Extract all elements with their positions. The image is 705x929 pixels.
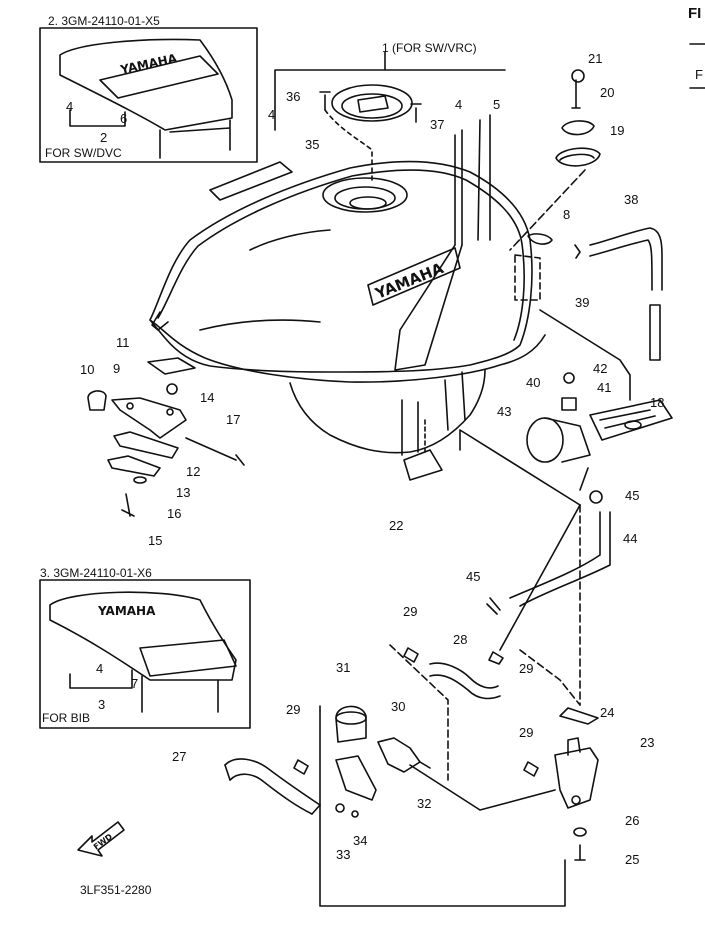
inset-x5-callout-4: 4 bbox=[66, 99, 74, 114]
part-4-right: 4 bbox=[455, 97, 463, 112]
lower-hoses bbox=[224, 662, 501, 815]
part-5: 5 bbox=[493, 97, 501, 112]
part-34: 34 bbox=[353, 833, 368, 848]
part-33: 33 bbox=[336, 847, 351, 862]
fuel-hose bbox=[486, 511, 611, 615]
part-42: 42 bbox=[593, 361, 608, 376]
part-29-left: 29 bbox=[286, 702, 301, 717]
part-45-lower: 45 bbox=[466, 569, 481, 584]
fwd-arrow-text: FWD bbox=[92, 832, 115, 852]
filler-cap bbox=[319, 84, 422, 181]
part-29-top: 29 bbox=[403, 604, 418, 619]
inset-x6-callout-4: 4 bbox=[96, 661, 104, 676]
part-16: 16 bbox=[167, 506, 182, 521]
fwd-arrow-icon: FWD bbox=[77, 821, 125, 857]
fuel-filter-assembly bbox=[526, 372, 603, 504]
part-43: 43 bbox=[497, 404, 512, 419]
part-32: 32 bbox=[417, 796, 432, 811]
page-header: FI bbox=[688, 5, 702, 22]
rubber-pad bbox=[589, 399, 673, 441]
mount-bracket-group bbox=[87, 357, 245, 517]
part-24: 24 bbox=[600, 705, 615, 720]
part-4-left: 4 bbox=[268, 107, 276, 122]
part-40: 40 bbox=[526, 375, 541, 390]
inset-x6-callout-3: 3 bbox=[98, 697, 106, 712]
part-31: 31 bbox=[336, 660, 351, 675]
part-15: 15 bbox=[148, 533, 163, 548]
part-14: 14 bbox=[200, 390, 215, 405]
part-8: 8 bbox=[563, 207, 571, 222]
inset-x5-callout-2: 2 bbox=[100, 130, 108, 145]
part-44: 44 bbox=[623, 531, 638, 546]
part-39: 39 bbox=[575, 295, 590, 310]
part-35: 35 bbox=[305, 137, 320, 152]
part-30: 30 bbox=[391, 699, 406, 714]
inset-x5 bbox=[39, 27, 258, 163]
part-13: 13 bbox=[176, 485, 191, 500]
part-18: 18 bbox=[650, 395, 665, 410]
part-29-valve: 29 bbox=[519, 725, 534, 740]
tank-part-label: 1 (FOR SW/VRC) bbox=[382, 41, 477, 55]
part-9: 9 bbox=[113, 361, 121, 376]
part-45-upper: 45 bbox=[625, 488, 640, 503]
part-22: 22 bbox=[389, 518, 404, 533]
inset-x5-note: FOR SW/DVC bbox=[45, 146, 122, 160]
inset-x5-title: 2. 3GM-24110-01-X5 bbox=[48, 14, 160, 28]
part-37: 37 bbox=[430, 117, 445, 132]
tank-logo-text: YAMAHA bbox=[372, 259, 447, 303]
inset-x6-callout-7: 7 bbox=[131, 676, 139, 691]
part-20: 20 bbox=[600, 85, 615, 100]
part-21: 21 bbox=[588, 51, 603, 66]
catalog-code: 3LF351-2280 bbox=[80, 883, 152, 897]
part-29-right: 29 bbox=[519, 661, 534, 676]
breather-hose bbox=[589, 227, 663, 361]
part-25: 25 bbox=[625, 852, 640, 867]
inset-x6-logo: YAMAHA bbox=[98, 604, 156, 618]
petcock-assembly bbox=[554, 707, 599, 861]
part-28: 28 bbox=[453, 632, 468, 647]
fuel-pump-group bbox=[335, 705, 431, 818]
part-26: 26 bbox=[625, 813, 640, 828]
part-17: 17 bbox=[226, 412, 241, 427]
right-edge-mark: F bbox=[695, 67, 703, 82]
part-12: 12 bbox=[186, 464, 201, 479]
part-27: 27 bbox=[172, 749, 187, 764]
part-10: 10 bbox=[80, 362, 95, 377]
part-36: 36 bbox=[286, 89, 301, 104]
part-38: 38 bbox=[624, 192, 639, 207]
inset-x6-title: 3. 3GM-24110-01-X6 bbox=[40, 566, 152, 580]
part-23: 23 bbox=[640, 735, 655, 750]
part-41: 41 bbox=[597, 380, 612, 395]
part-19: 19 bbox=[610, 123, 625, 138]
inset-x5-callout-6: 6 bbox=[120, 111, 128, 126]
vent-bolt-assembly bbox=[555, 69, 601, 167]
inset-x6 bbox=[39, 579, 251, 729]
inset-x6-note: FOR BIB bbox=[42, 711, 91, 725]
part-11: 11 bbox=[116, 335, 130, 350]
